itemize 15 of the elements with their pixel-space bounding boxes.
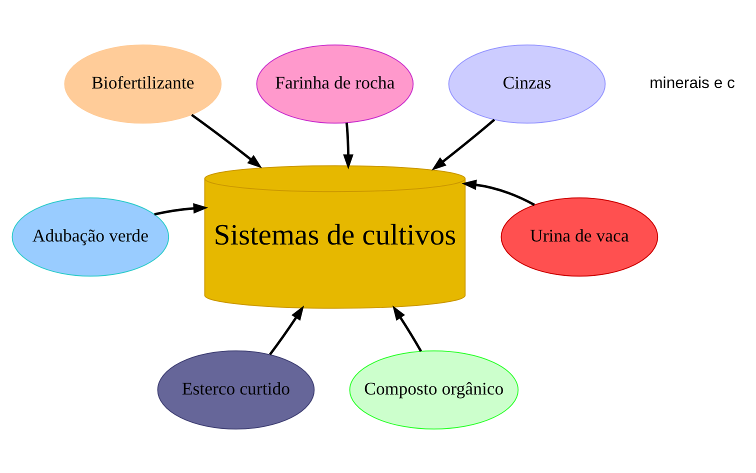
arrow (268, 304, 304, 355)
node-ellipse: Biofertilizante (64, 44, 222, 124)
arrow (343, 122, 354, 169)
arrow (432, 118, 496, 170)
arrow (191, 113, 262, 168)
arrow (462, 179, 535, 206)
label: minerais e c (650, 74, 735, 92)
node-ellipse: Cinzas (448, 44, 606, 124)
arrow (392, 304, 422, 352)
node-ellipse: Farinha de rocha (256, 44, 414, 124)
node-ellipse: Urina de vaca (500, 196, 658, 276)
arrow (154, 202, 208, 216)
node-ellipse: Esterco curtido (157, 350, 315, 430)
node-ellipse: Adubação verde (12, 196, 170, 276)
node-ellipse: Composto orgânico (349, 350, 519, 430)
